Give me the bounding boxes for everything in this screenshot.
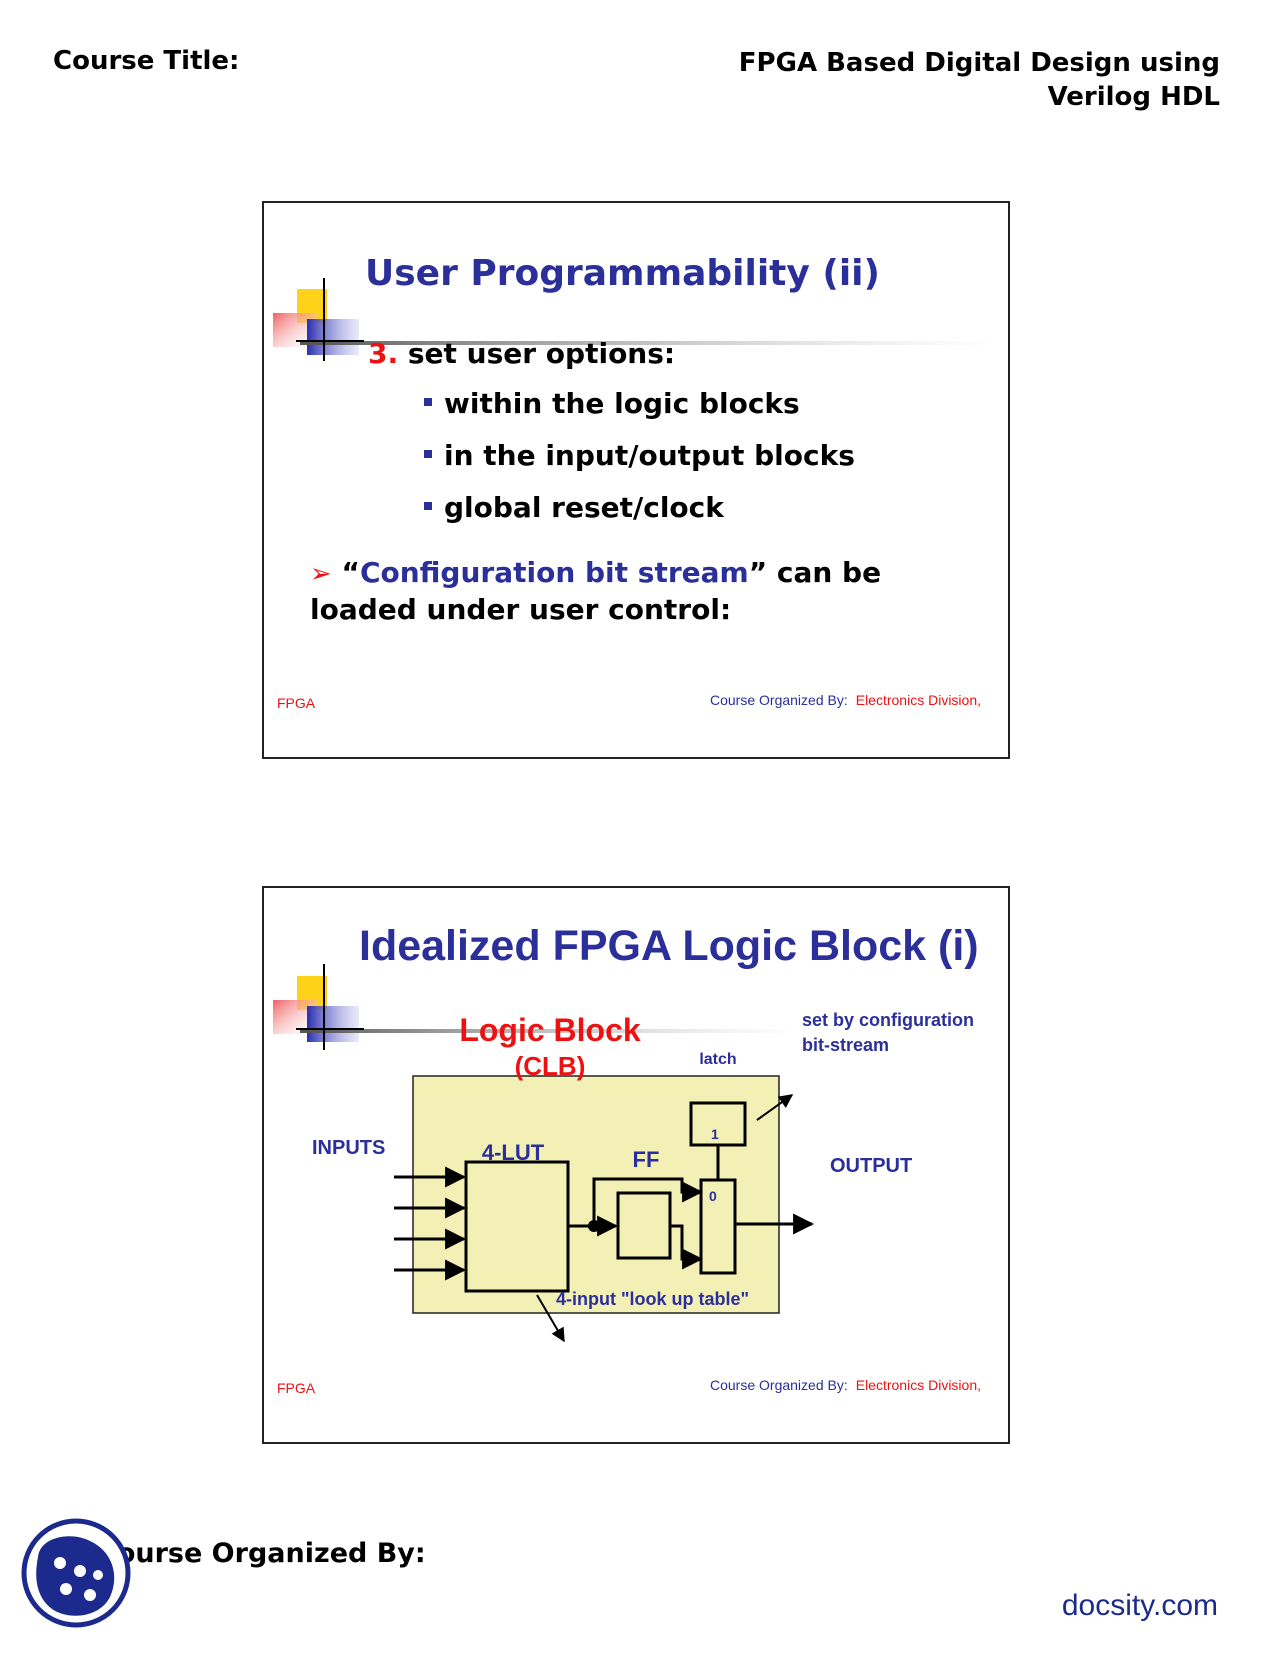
lut-label: 4-LUT xyxy=(482,1140,545,1165)
bullet-text: within the logic blocks xyxy=(444,387,800,420)
bullet-item: within the logic blocks xyxy=(424,387,800,420)
course-title-value: FPGA Based Digital Design using Verilog … xyxy=(739,46,1220,114)
latch-label: latch xyxy=(699,1051,736,1068)
logic-block-diagram: Logic Block (CLB) latch set by configura… xyxy=(273,964,974,1343)
config-label-line1: set by configuration xyxy=(802,1010,974,1030)
ff-label: FF xyxy=(633,1147,660,1172)
footer-organizer-value: Electronics Division, xyxy=(855,692,981,708)
bullet-item: global reset/clock xyxy=(424,491,724,524)
clb-box xyxy=(412,1075,780,1314)
lut-desc-label: 4-input "look up table" xyxy=(556,1289,749,1309)
bullet-item: in the input/output blocks xyxy=(424,439,855,472)
slide-footer-left: FPGA xyxy=(277,1380,316,1396)
course-title-line1: FPGA Based Digital Design using xyxy=(738,48,1220,78)
slide-title: Idealized FPGA Logic Block (i) xyxy=(359,922,979,970)
slide-footer-left: FPGA xyxy=(277,695,316,711)
course-title-label: Course Title: xyxy=(53,46,240,76)
square-bullet-icon xyxy=(424,450,432,458)
config-label-line2: bit-stream xyxy=(802,1035,889,1055)
deco-squares-icon xyxy=(273,278,1000,361)
clb-label: (CLB) xyxy=(515,1051,586,1081)
slide-footer-right: Course Organized By: Electronics Division… xyxy=(710,692,981,708)
course-title-line2: Verilog HDL xyxy=(1047,82,1220,112)
footer-organizer-value: Electronics Division, xyxy=(855,1377,981,1393)
config-bitstream-point: ➢ “Configuration bit stream” can be load… xyxy=(310,555,970,627)
bullet-text: in the input/output blocks xyxy=(444,439,855,472)
docsity-logo-icon xyxy=(21,1518,131,1628)
docsity-watermark[interactable]: docsity.com xyxy=(1061,1589,1218,1622)
option-heading: 3. set user options: xyxy=(368,337,675,370)
item-number: 3. xyxy=(368,337,399,370)
output-label: OUTPUT xyxy=(830,1155,912,1177)
mux-input-0-label: 0 xyxy=(709,1188,717,1204)
close-quote: ” xyxy=(748,556,768,589)
arrow-rest-text: can be loaded under user control: xyxy=(310,556,882,626)
slide-title: User Programmability (ii) xyxy=(365,253,880,294)
mux-input-1-label: 1 xyxy=(711,1126,719,1142)
square-bullet-icon xyxy=(424,502,432,510)
arrow-bullet-icon: ➢ xyxy=(310,559,332,589)
footer-organizer-label: Course Organized By: xyxy=(710,692,848,708)
slide-logic-block: Logic Block (CLB) latch set by configura… xyxy=(262,886,1010,1444)
item-text: set user options: xyxy=(407,337,676,370)
footer-organizer-label: Course Organized By: xyxy=(710,1377,848,1393)
slide-user-programmability: User Programmability (ii) 3. set user op… xyxy=(262,201,1010,759)
slide-footer-right: Course Organized By: Electronics Division… xyxy=(710,1377,981,1393)
logic-block-label: Logic Block xyxy=(459,1012,641,1048)
course-organized-label: Course Organized By: xyxy=(97,1538,426,1569)
square-bullet-icon xyxy=(424,398,432,406)
inputs-label: INPUTS xyxy=(312,1137,385,1159)
open-quote: “ xyxy=(341,556,360,589)
bullet-text: global reset/clock xyxy=(444,491,724,524)
highlight-text: Configuration bit stream xyxy=(359,556,749,589)
deco-squares-icon xyxy=(273,964,800,1050)
